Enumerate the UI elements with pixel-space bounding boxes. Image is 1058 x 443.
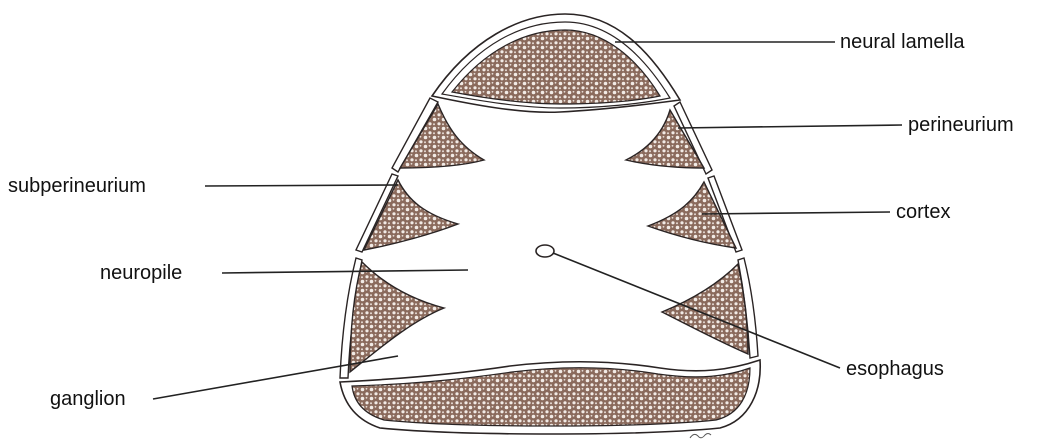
label-neuropile: neuropile: [100, 261, 182, 285]
leader-perineurium: [678, 125, 902, 128]
lower-left-lobe: [340, 258, 444, 378]
label-cortex: cortex: [896, 200, 950, 224]
upper-left-lobe: [392, 98, 484, 172]
esophagus-lumen: [536, 245, 554, 257]
label-subperineurium: subperineurium: [8, 174, 146, 198]
dorsal-lobe: [432, 14, 680, 112]
leader-neuropile: [222, 270, 468, 273]
lower-right-lobe: [662, 258, 758, 358]
leader-esophagus: [553, 253, 840, 368]
upper-right-lobe: [626, 102, 712, 174]
leader-subperineurium: [205, 185, 398, 186]
ventral-lobe: [340, 360, 760, 434]
label-ganglion: ganglion: [50, 387, 126, 411]
label-neural-lamella: neural lamella: [840, 30, 965, 54]
label-esophagus: esophagus: [846, 357, 944, 381]
label-perineurium: perineurium: [908, 113, 1014, 137]
leader-cortex: [702, 212, 890, 214]
artist-signature: [690, 434, 711, 439]
